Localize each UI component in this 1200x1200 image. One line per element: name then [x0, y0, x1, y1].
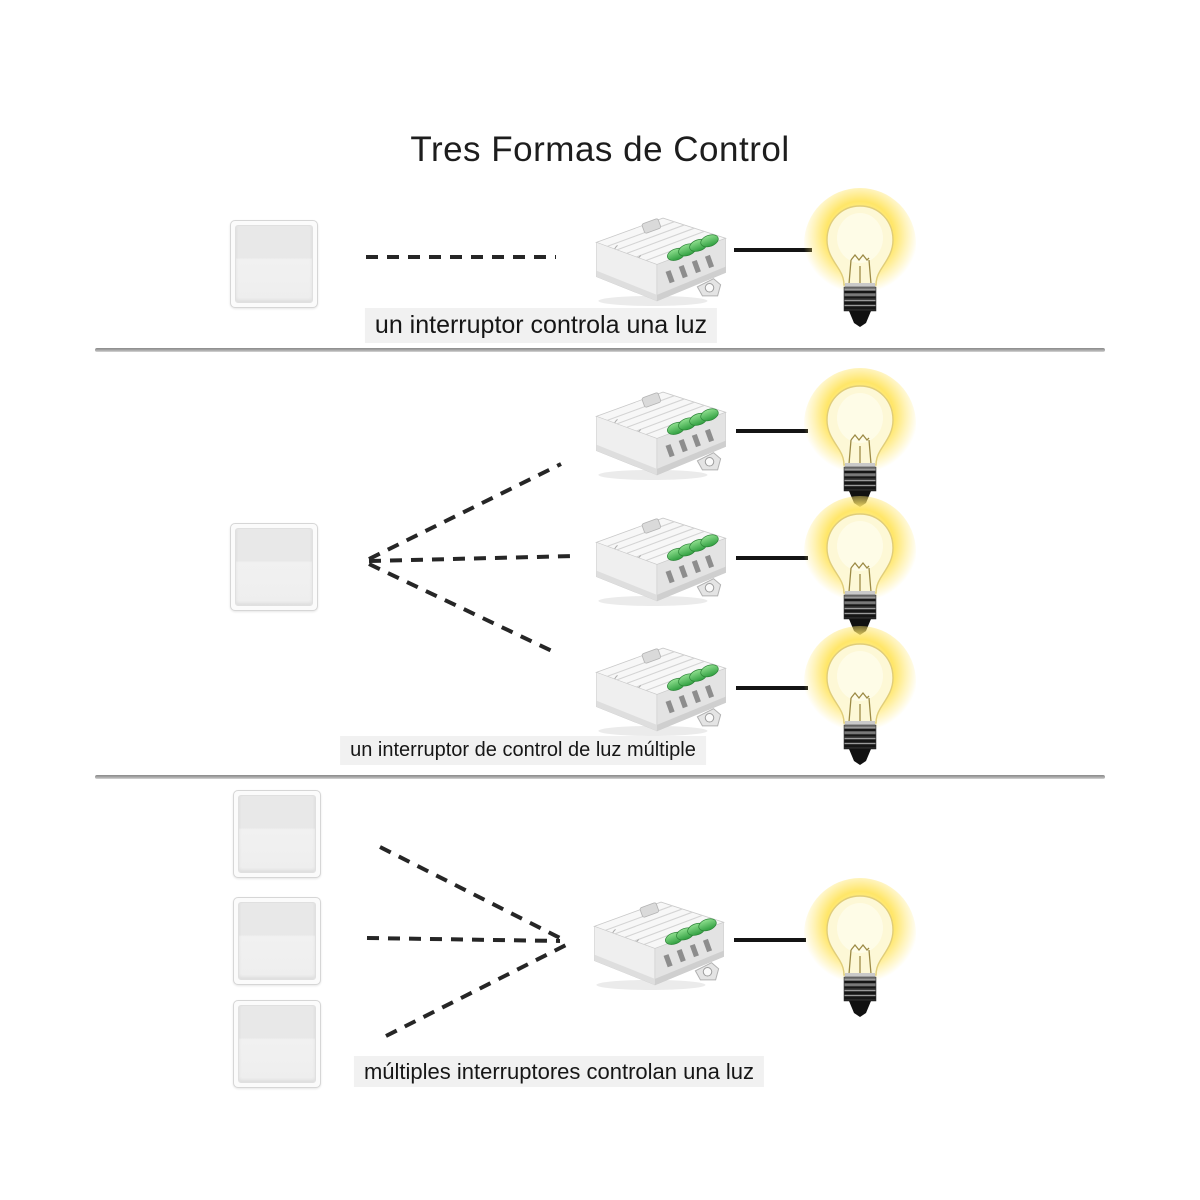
section-divider: [95, 348, 1105, 352]
wall-switch-icon: [233, 1000, 321, 1088]
light-bulb-icon: [800, 496, 920, 646]
caption-multiple-switches-one-light: múltiples interruptores controlan una lu…: [353, 1056, 765, 1088]
relay-module-icon: [590, 642, 732, 737]
light-bulb-icon: [800, 878, 920, 1028]
relay-module-icon: [590, 212, 732, 307]
wireless-dashed-line: [385, 943, 567, 1038]
light-bulb-icon: [800, 188, 920, 338]
wireless-dashed-line: [366, 936, 561, 943]
wall-switch-icon: [233, 897, 321, 985]
switch-rocker: [238, 795, 316, 873]
switch-rocker: [238, 902, 316, 980]
switch-rocker: [238, 1005, 316, 1083]
section-divider: [95, 775, 1105, 779]
switch-rocker: [235, 225, 313, 303]
relay-module-icon: [590, 512, 732, 607]
wireless-dashed-line: [368, 554, 577, 563]
wireless-dashed-line: [379, 845, 567, 943]
light-bulb-icon: [800, 626, 920, 776]
caption-one-switch-multiple-lights: un interruptor de control de luz múltipl…: [340, 736, 706, 765]
caption-one-switch-one-light: un interruptor controla una luz: [364, 308, 718, 343]
switch-rocker: [235, 528, 313, 606]
relay-module-icon: [588, 896, 730, 991]
wireless-dashed-line: [368, 462, 562, 561]
wall-switch-icon: [230, 220, 318, 308]
relay-module-icon: [590, 386, 732, 481]
page-title: Tres Formas de Control: [410, 130, 790, 169]
wireless-dashed-line: [368, 562, 555, 654]
wall-switch-icon: [233, 790, 321, 878]
wall-switch-icon: [230, 523, 318, 611]
